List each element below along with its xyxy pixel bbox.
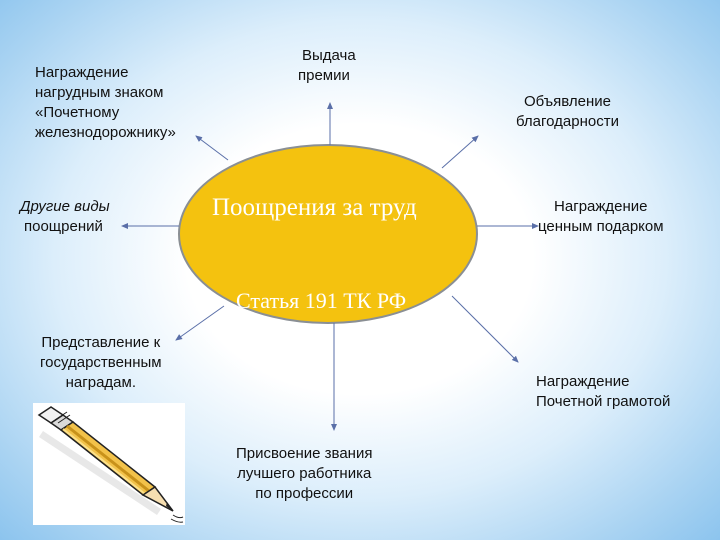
node-line: наградам. bbox=[65, 374, 136, 391]
node-line: нагрудным знаком bbox=[35, 84, 164, 101]
node-line: поощрений bbox=[24, 218, 103, 235]
node-line: Награждение bbox=[554, 198, 648, 215]
node-other: Другие виды поощрений bbox=[20, 197, 110, 237]
arrow-badge bbox=[195, 135, 229, 161]
node-line: Другие виды bbox=[20, 198, 110, 215]
node-line: государственным bbox=[40, 354, 162, 371]
node-line: Награждение bbox=[35, 64, 129, 81]
node-line: Награждение bbox=[536, 373, 630, 390]
node-line: «Почетному bbox=[35, 104, 120, 121]
node-gratitude: Объявление благодарности bbox=[516, 92, 619, 132]
center-title: Поощрения за труд bbox=[212, 194, 417, 221]
arrow-state-awards bbox=[175, 305, 225, 341]
node-line: благодарности bbox=[516, 113, 619, 130]
node-line: Представление к bbox=[41, 334, 161, 351]
center-ellipse bbox=[178, 144, 478, 324]
node-line: Присвоение звания bbox=[236, 445, 373, 462]
arrow-gratitude bbox=[441, 135, 479, 169]
arrow-certificate bbox=[451, 295, 519, 363]
node-line: лучшего работника bbox=[237, 465, 372, 482]
node-line: ценным подарком bbox=[538, 218, 664, 235]
node-line: премии bbox=[298, 67, 350, 84]
node-state-awards: Представление к государственным наградам… bbox=[40, 333, 162, 393]
node-gift: Награждение ценным подарком bbox=[538, 197, 664, 237]
node-line: Выдача bbox=[302, 47, 356, 64]
pencil-icon bbox=[33, 403, 185, 525]
node-line: железнодорожнику» bbox=[35, 124, 176, 141]
node-certificate: Награждение Почетной грамотой bbox=[536, 372, 670, 412]
node-line: Почетной грамотой bbox=[536, 393, 671, 410]
node-line: по профессии bbox=[255, 485, 354, 502]
node-badge: Награждение нагрудным знаком «Почетному … bbox=[35, 63, 176, 143]
node-bonus: Выдача премии bbox=[298, 46, 356, 86]
node-title-award: Присвоение звания лучшего работника по п… bbox=[236, 444, 372, 504]
center-subtitle: Статья 191 ТК РФ bbox=[236, 288, 407, 313]
node-line: Объявление bbox=[524, 93, 611, 110]
